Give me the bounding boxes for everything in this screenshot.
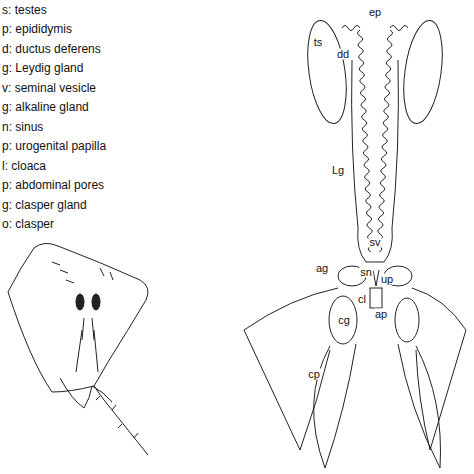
leydig-gland (352, 60, 399, 228)
ray-body (8, 243, 148, 392)
abbreviation-key: p: abdominal pores (2, 179, 104, 191)
abbreviation-key: p: urogenital papilla (2, 140, 106, 152)
part-label: Lg (331, 165, 345, 176)
part-label: cg (337, 315, 351, 326)
abbreviation-key: l: cloaca (2, 160, 46, 172)
testis (302, 18, 352, 126)
pelvic-fin (244, 288, 338, 450)
part-label: sn (359, 267, 373, 278)
part-label: ts (313, 37, 324, 48)
part-label: ep (368, 7, 382, 18)
part-label: cl (357, 294, 367, 305)
urogenital-papilla (373, 270, 379, 286)
part-label: cp (307, 369, 321, 380)
abbreviation-key: g: Leydig gland (2, 62, 83, 74)
ray-claspers (76, 318, 98, 372)
abbreviation-key: s: testes (2, 4, 47, 16)
part-label: ap (374, 309, 388, 320)
clasper (314, 344, 356, 468)
epididymis (342, 26, 408, 31)
ductus-deferens (377, 30, 392, 252)
part-label: sv (369, 237, 382, 248)
abbreviation-key: g: alkaline gland (2, 101, 89, 113)
seminal-vesicle (358, 228, 393, 262)
abbreviation-key: g: clasper gland (2, 199, 87, 211)
part-label: dd (336, 49, 350, 60)
testis (398, 18, 448, 126)
clasper (398, 344, 441, 468)
abbreviation-key: p: epididymis (2, 23, 72, 35)
ray-testis (76, 294, 84, 310)
ray-markings (52, 262, 113, 283)
abbreviation-key: n: sinus (2, 121, 43, 133)
part-label: ag (315, 263, 329, 274)
abbreviation-key: o: clasper (2, 218, 54, 230)
abbreviation-key: v: seminal vesicle (2, 82, 96, 94)
abbreviation-key: d: ductus deferens (2, 43, 101, 55)
cloaca (370, 288, 382, 308)
clasper-gland (395, 298, 419, 342)
clasper-gland (329, 296, 357, 344)
part-label: up (380, 274, 394, 285)
ray-tail (94, 386, 148, 455)
ray-fin (60, 378, 112, 408)
ray-testis (92, 294, 100, 310)
ductus-deferens (358, 30, 373, 252)
